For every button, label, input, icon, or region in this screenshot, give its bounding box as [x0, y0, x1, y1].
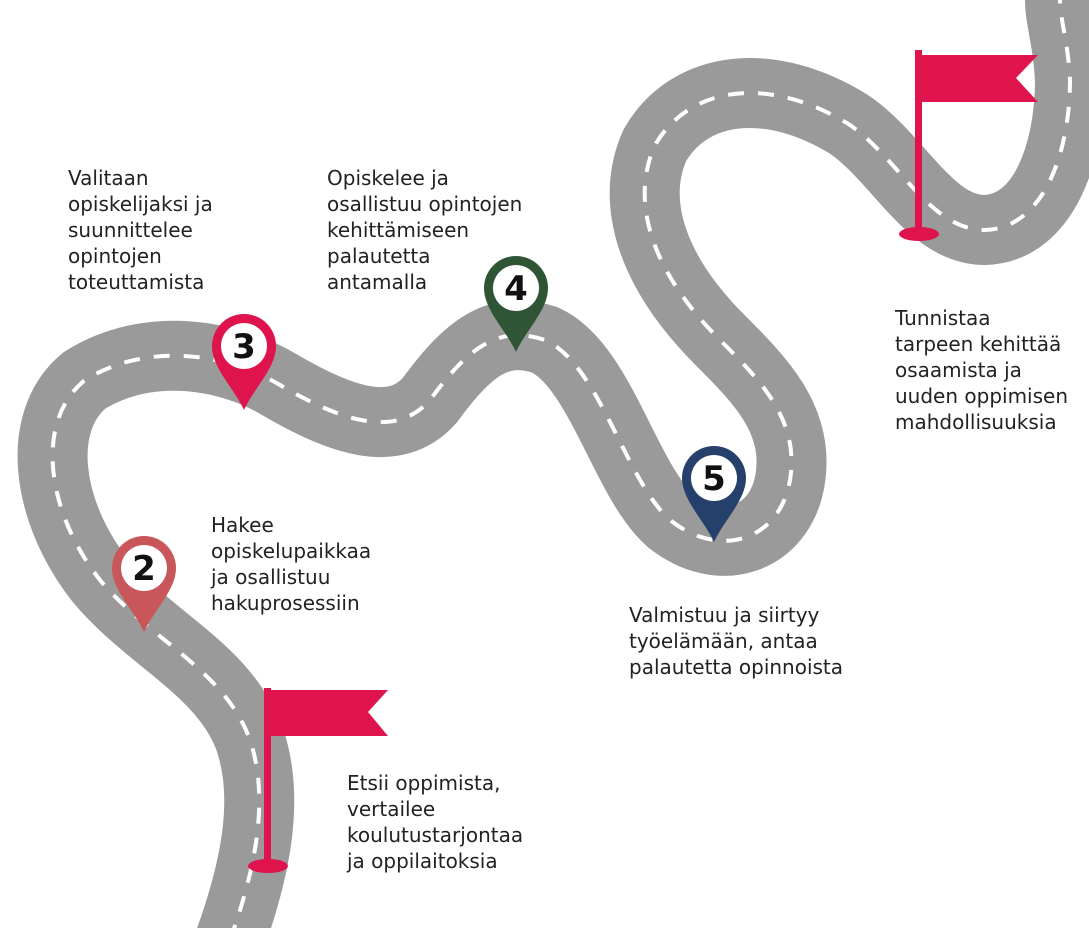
step-5-text: Valmistuu ja siirtyy työelämään, antaa p… — [629, 603, 844, 679]
finish-flag-icon — [899, 50, 1038, 241]
step-2-text: Hakee opiskelupaikkaa ja osallistuu haku… — [211, 513, 372, 615]
step-3-text: Valitaan opiskelijaksi ja suunnittelee o… — [68, 166, 213, 294]
step-5-pin-icon: 5 — [682, 446, 746, 542]
step-2-number: 2 — [132, 549, 156, 589]
step-4-pin-icon: 4 — [484, 256, 548, 352]
step-3-number: 3 — [232, 327, 256, 367]
step-start-text: Etsii oppimista, vertailee koulutustarjo… — [347, 771, 524, 873]
step-4-number: 4 — [504, 269, 528, 309]
step-5-number: 5 — [702, 459, 726, 499]
step-2-pin-icon: 2 — [112, 536, 176, 632]
step-4-text: Opiskelee ja osallistuu opintojen kehitt… — [327, 166, 523, 294]
step-3-pin-icon: 3 — [212, 314, 276, 410]
step-end-text: Tunnistaa tarpeen kehittää osaamista ja … — [895, 306, 1069, 434]
start-flag-icon — [248, 688, 388, 873]
road-center-line — [50, 0, 1073, 928]
